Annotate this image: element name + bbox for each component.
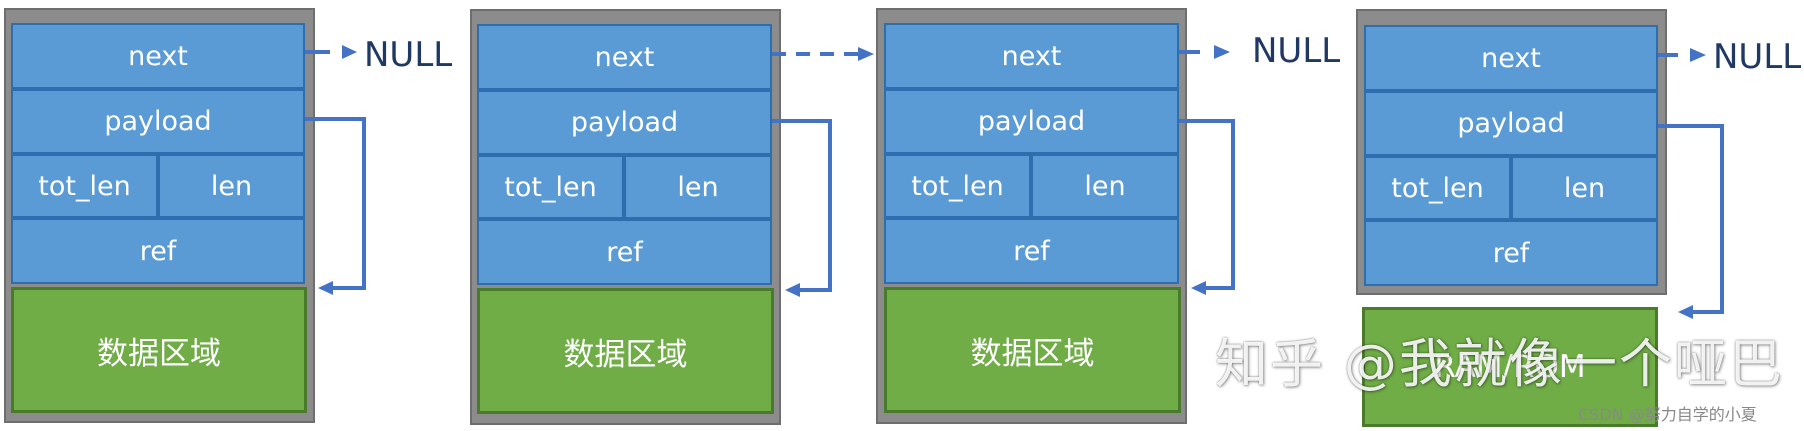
pbuf-1-payload-field: payload [11,89,305,154]
pbuf-2-len-field: len [624,155,772,219]
pbuf-3-payload-arrow [1179,119,1235,295]
pbuf-1-next-arrow [305,45,357,59]
pbuf-2-payload-arrow [772,119,832,297]
pbuf-4-data-region: RAM/ROM [1362,307,1658,427]
pbuf-4-payload-arrow [1658,124,1724,319]
pbuf-4-ref-field: ref [1364,220,1658,286]
pbuf-4-next-arrow [1658,48,1706,62]
pbuf-3-ref-field: ref [884,218,1179,284]
pbuf-2-payload-field: payload [477,90,772,155]
pbuf-4-next-field: next [1364,25,1658,91]
pbuf-3-next-field: next [884,23,1179,89]
pbuf-4-tot-len-field: tot_len [1364,156,1511,220]
pbuf-1-len-field: len [158,154,305,218]
pbuf-4-null-label: NULL [1713,37,1802,77]
pbuf-1-ref-field: ref [11,218,305,284]
pbuf-2-next-field: next [477,24,772,90]
pbuf-1-next-field: next [11,23,305,89]
pbuf-2-tot-len-field: tot_len [477,155,624,219]
pbuf-3-next-arrow [1179,45,1230,59]
pbuf-1-data-region: 数据区域 [11,287,307,413]
pbuf-1-null-label: NULL [364,35,453,75]
pbuf-3-null-label: NULL [1252,31,1341,71]
pbuf-3-payload-field: payload [884,89,1179,154]
pbuf-3-tot-len-field: tot_len [884,154,1031,218]
pbuf-3-data-region: 数据区域 [884,287,1181,413]
pbuf-2-next-arrow [772,47,874,61]
pbuf-1-tot-len-field: tot_len [11,154,158,218]
zhihu-watermark: 知乎 @我就像一个哑巴 [1215,334,1784,395]
pbuf-2-data-region: 数据区域 [477,288,774,414]
pbuf-1-payload-arrow [305,117,366,295]
pbuf-2-ref-field: ref [477,219,772,285]
pbuf-4-len-field: len [1511,156,1658,220]
csdn-watermark: CSDN @努力自学的小夏 [1578,405,1757,424]
pbuf-4-payload-field: payload [1364,91,1658,156]
pbuf-3-len-field: len [1031,154,1179,218]
